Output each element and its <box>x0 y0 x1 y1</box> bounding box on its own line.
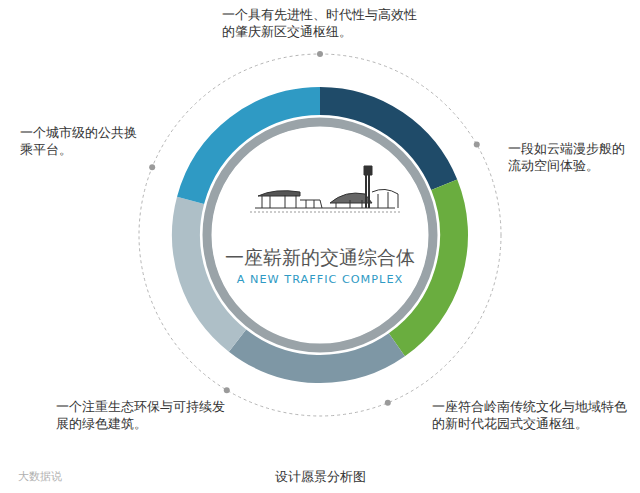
center-title: 一座崭新的交通综合体 <box>212 245 428 271</box>
orbit-dot <box>149 164 155 170</box>
callout-text: 一段如云端漫步般的流动空间体验。 <box>508 140 628 174</box>
inner-ring <box>207 122 433 348</box>
center-circle: 一座崭新的交通综合体 A NEW TRAFFIC COMPLEX <box>212 127 428 343</box>
orbit-dot <box>317 51 323 57</box>
dashed-orbit <box>139 54 501 416</box>
callout-text: 一座符合岭南传统文化与地域特色的新时代花园式交通枢纽。 <box>432 398 632 432</box>
callout-text: 一个具有先进性、时代性与高效性的肇庆新区交通枢纽。 <box>222 6 422 40</box>
station-sketch <box>250 166 400 212</box>
orbit-dot <box>385 400 391 406</box>
callout-text: 一个城市级的公共换乘平台。 <box>20 124 140 158</box>
center-subtitle: A NEW TRAFFIC COMPLEX <box>212 273 428 286</box>
orbit-dot <box>474 142 480 148</box>
inner-disc <box>212 127 428 343</box>
watermark: 大数据说 <box>18 468 108 485</box>
ring-segments <box>186 101 454 369</box>
caption: 设计愿景分析图 <box>0 468 640 485</box>
callout-text: 一个注重生态环保与可持续发展的绿色建筑。 <box>56 398 236 432</box>
orbit-dot <box>224 387 230 393</box>
orbit-dots <box>149 51 480 406</box>
